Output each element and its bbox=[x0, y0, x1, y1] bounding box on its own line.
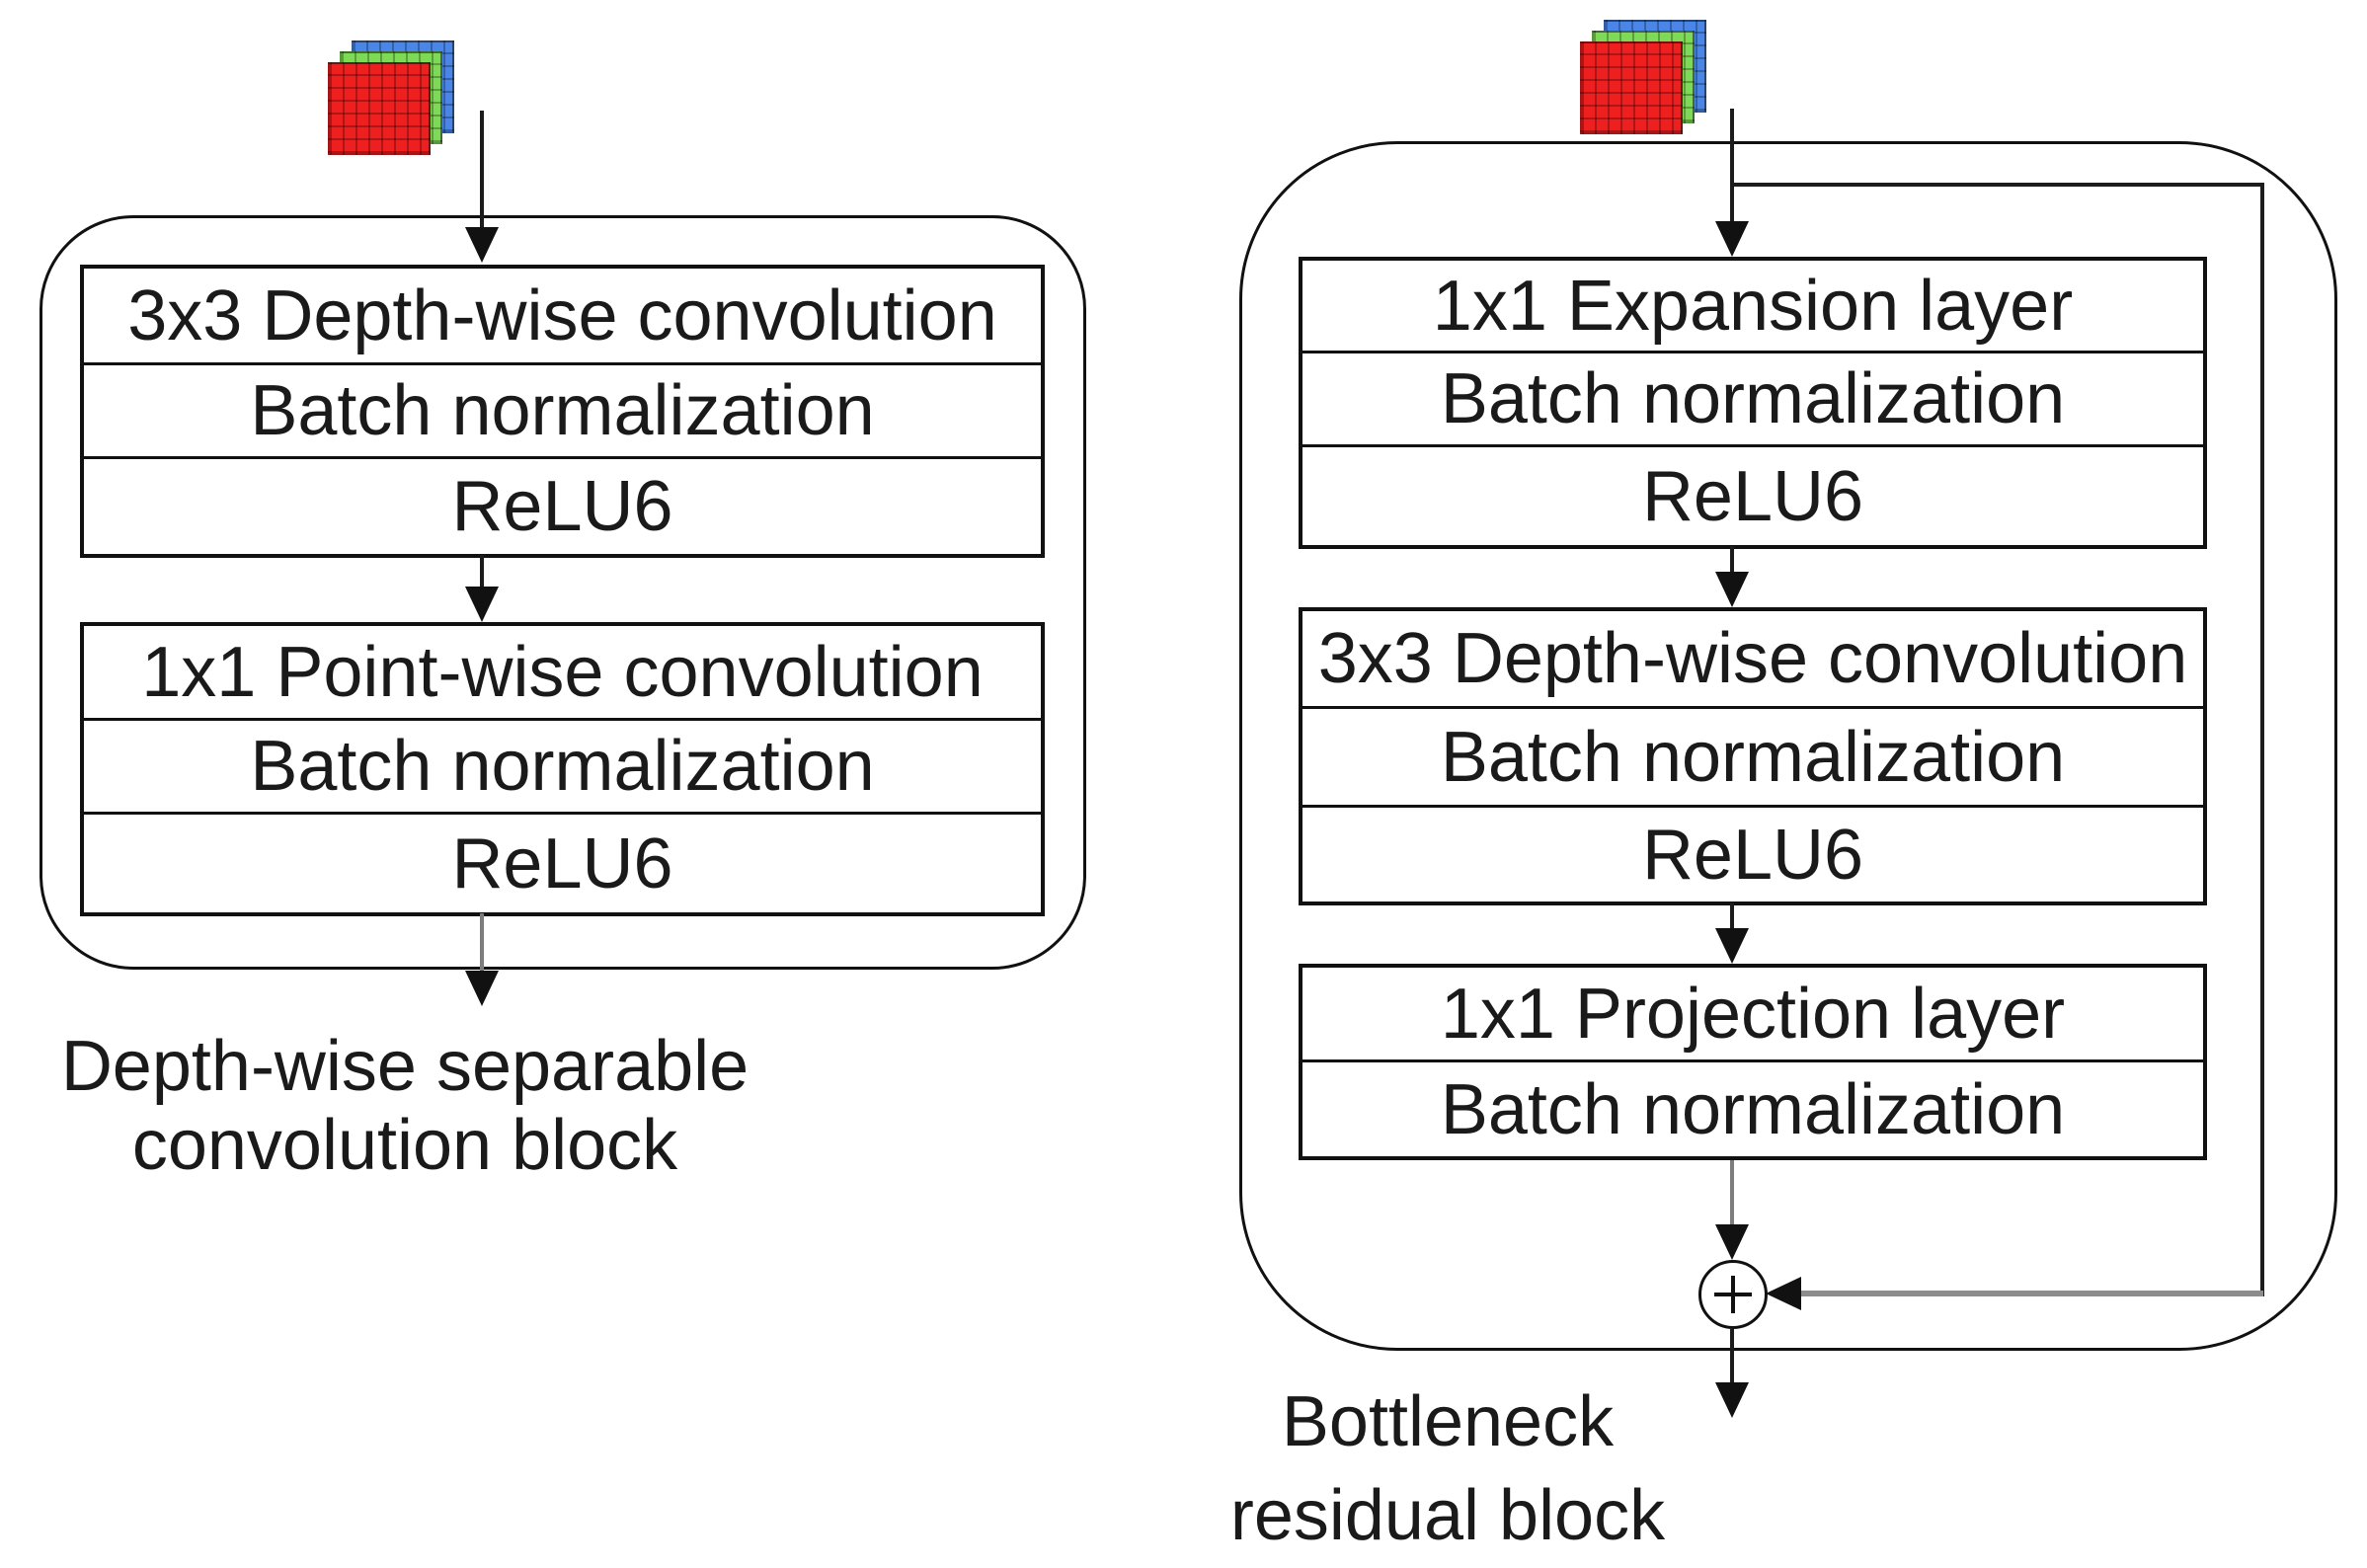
layer-row: ReLU6 bbox=[84, 812, 1041, 912]
add-circle-icon bbox=[1698, 1260, 1768, 1329]
layer-row: ReLU6 bbox=[1302, 805, 2203, 902]
caption-line: residual block bbox=[1229, 1476, 1666, 1555]
output-arrow-line bbox=[1730, 1329, 1734, 1386]
pointwise-conv-box: 1x1 Point-wise convolution Batch normali… bbox=[80, 622, 1045, 916]
layer-row: 3x3 Depth-wise convolution bbox=[1317, 619, 2188, 698]
layer-row: Batch normalization bbox=[84, 718, 1041, 812]
adder-arrowhead-icon bbox=[1715, 1224, 1749, 1260]
tensor-red-layer-icon bbox=[328, 62, 431, 155]
depthwise-conv-box: 3x3 Depth-wise convolution Batch normali… bbox=[1299, 607, 2207, 905]
output-arrowhead-icon bbox=[1715, 1382, 1749, 1418]
caption-line: Depth-wise separable bbox=[60, 1027, 750, 1106]
layer-row: ReLU6 bbox=[1302, 444, 2203, 545]
layer-row: 1x1 Expansion layer bbox=[1432, 266, 2074, 346]
expansion-layer-box: 1x1 Expansion layer Batch normalization … bbox=[1299, 257, 2207, 549]
arrowhead-icon bbox=[1715, 572, 1749, 607]
layer-row: Batch normalization bbox=[1302, 351, 2203, 444]
layer-row: 1x1 Projection layer bbox=[1440, 974, 2066, 1054]
arrow-line bbox=[1730, 546, 1734, 576]
arrowhead-icon bbox=[1715, 928, 1749, 964]
arrow-line bbox=[480, 555, 484, 590]
skip-connection-return-line bbox=[1777, 1291, 2263, 1296]
skip-connection-side-line bbox=[2260, 183, 2264, 1296]
tensor-red-layer-icon bbox=[1580, 41, 1683, 134]
plus-icon bbox=[1731, 1276, 1735, 1313]
layer-row: ReLU6 bbox=[84, 456, 1041, 554]
adder-input-arrow-line bbox=[1730, 1160, 1734, 1226]
arrow-line bbox=[1730, 902, 1734, 932]
input-arrowhead-icon bbox=[465, 227, 499, 263]
left-block-caption: Depth-wise separable convolution block bbox=[59, 1027, 750, 1185]
output-arrow-line bbox=[480, 913, 484, 973]
caption-line: convolution block bbox=[131, 1106, 678, 1185]
bottleneck-block-outline bbox=[1239, 141, 2337, 1351]
depthwise-separable-block-outline bbox=[39, 215, 1086, 970]
input-arrow-line bbox=[480, 111, 484, 231]
output-arrowhead-icon bbox=[465, 971, 499, 1006]
projection-layer-box: 1x1 Projection layer Batch normalization bbox=[1299, 964, 2207, 1160]
skip-arrowhead-icon bbox=[1766, 1277, 1801, 1310]
layer-row: 1x1 Point-wise convolution bbox=[141, 632, 984, 712]
layer-row: Batch normalization bbox=[84, 362, 1041, 456]
input-tensor-icon bbox=[1580, 20, 1706, 134]
layer-row: Batch normalization bbox=[1302, 706, 2203, 805]
input-tensor-icon bbox=[328, 40, 454, 155]
skip-connection-top-line bbox=[1732, 183, 2264, 187]
depthwise-conv-box: 3x3 Depth-wise convolution Batch normali… bbox=[80, 265, 1045, 558]
arrowhead-icon bbox=[465, 587, 499, 622]
layer-row: 3x3 Depth-wise convolution bbox=[127, 275, 997, 355]
input-arrowhead-icon bbox=[1715, 221, 1749, 257]
input-arrow-line bbox=[1730, 109, 1734, 225]
caption-line: Bottleneck bbox=[1281, 1382, 1615, 1461]
layer-row: Batch normalization bbox=[1302, 1059, 2203, 1156]
right-block-caption: Bottleneck residual block bbox=[1102, 1375, 1793, 1563]
